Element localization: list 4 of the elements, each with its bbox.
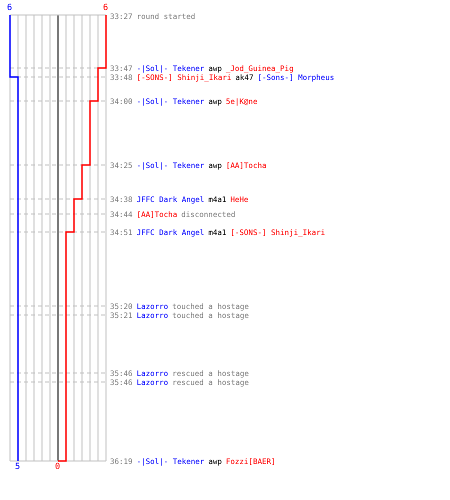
- count-label: 5: [15, 463, 20, 472]
- count-label: 6: [7, 4, 12, 13]
- count-label: 6: [103, 4, 108, 13]
- count-label: 0: [55, 463, 60, 472]
